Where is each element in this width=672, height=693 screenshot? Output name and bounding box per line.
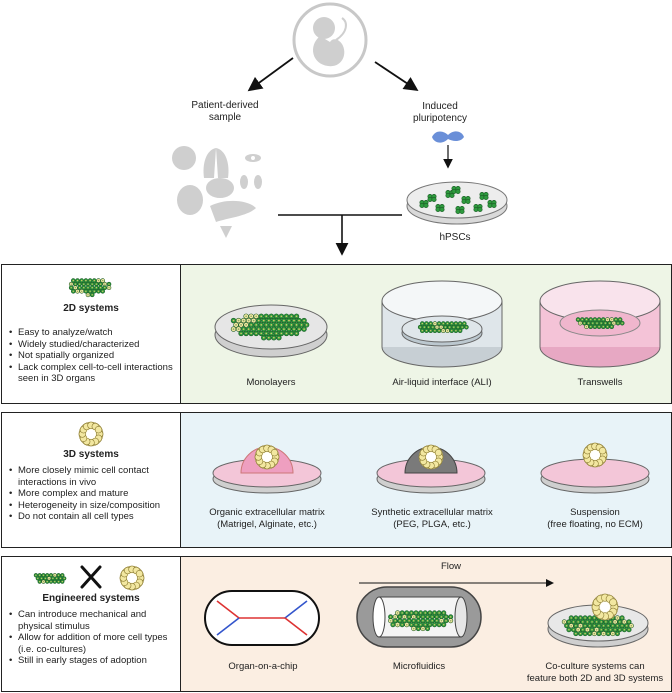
organ-on-chip-icon — [204, 590, 320, 646]
bullet-item: Easy to analyze/watch — [8, 327, 178, 339]
monolayer-dish-icon — [214, 304, 328, 358]
transwells-label: Transwells — [577, 377, 623, 388]
organic-ecm-label: Organic extracellular matrix(Matrigel, A… — [209, 507, 325, 530]
synthetic-ecm-label: Synthetic extracellular matrix(PEG, PLGA… — [371, 507, 493, 530]
suspension-icon — [540, 442, 650, 494]
bullet-item: Lack complex cell-to-cell interactions s… — [8, 362, 178, 385]
flow-label: Flow — [440, 561, 462, 572]
panel-2d-bullets: Easy to analyze/watch Widely studied/cha… — [8, 327, 178, 385]
microfluidics-label: Microfluidics — [392, 661, 446, 672]
panel-eng-items: Organ-on-a-chip Flow Microfluidics Co-cu… — [181, 557, 671, 691]
bullet-item: More complex and mature — [8, 488, 178, 500]
panel-3d-bullets: More closely mimic cell contact interact… — [8, 465, 178, 523]
panel-eng-title: Engineered systems — [42, 593, 140, 604]
organs-icon — [172, 140, 262, 238]
organic-ecm-icon — [212, 444, 322, 494]
panel-2d-items: Monolayers Air-liquid interface (ALI) Tr… — [181, 265, 671, 403]
fetus-icon — [292, 2, 368, 78]
monolayers-label: Monolayers — [246, 377, 296, 388]
hpsc-dish-icon — [406, 181, 508, 225]
patient-label: Patient-derived sample — [191, 100, 259, 123]
ali-dish-icon — [381, 280, 503, 368]
2d-cells-icon — [68, 278, 112, 298]
merge-arrow — [278, 214, 402, 256]
tools-icon — [80, 565, 102, 589]
panel-eng-bullets: Can introduce mechanical and physical st… — [8, 609, 178, 667]
panel-3d-items: Organic extracellular matrix(Matrigel, A… — [181, 413, 671, 547]
panel-2d-title: 2D systems — [63, 303, 119, 314]
ali-label: Air-liquid interface (ALI) — [392, 377, 492, 388]
bullet-item: Do not contain all cell types — [8, 511, 178, 523]
panel-3d-title: 3D systems — [63, 449, 119, 460]
suspension-label: Suspension(free floating, no ECM) — [547, 507, 643, 530]
ipsc-label: Induced pluripotency — [413, 101, 467, 124]
panel-3d-description: 3D systems More closely mimic cell conta… — [2, 413, 181, 547]
panel-3d-systems: 3D systems More closely mimic cell conta… — [1, 412, 672, 548]
microfluidics-icon — [356, 586, 482, 648]
panel-2d-description: 2D systems Easy to analyze/watch Widely … — [2, 265, 181, 403]
panel-eng-description: Engineered systems Can introduce mechani… — [2, 557, 181, 691]
3d-organoid-icon — [78, 421, 104, 447]
bullet-item: Can introduce mechanical and physical st… — [8, 609, 178, 632]
synthetic-ecm-icon — [376, 444, 486, 494]
hpsc-label: hPSCs — [439, 232, 471, 243]
flow-arrow — [359, 579, 554, 587]
eng-icons — [33, 565, 145, 591]
organ-on-chip-label: Organ-on-a-chip — [228, 661, 298, 672]
bullet-item: Heterogeneity in size/composition — [8, 500, 178, 512]
bullet-item: Still in early stages of adoption — [8, 655, 178, 667]
arrow-left-down — [247, 57, 419, 92]
bullet-item: Widely studied/characterized — [8, 339, 178, 351]
panel-engineered-systems: Engineered systems Can introduce mechani… — [1, 556, 672, 692]
bullet-item: Allow for addition of more cell types (i… — [8, 632, 178, 655]
coculture-dish-icon — [547, 593, 649, 648]
ipsc-arrow — [443, 145, 453, 169]
bullet-item: More closely mimic cell contact interact… — [8, 465, 178, 488]
ipsc-cell-icon — [432, 131, 464, 143]
transwell-dish-icon — [539, 280, 661, 368]
panel-2d-systems: 2D systems Easy to analyze/watch Widely … — [1, 264, 672, 404]
bullet-item: Not spatially organized — [8, 350, 178, 362]
